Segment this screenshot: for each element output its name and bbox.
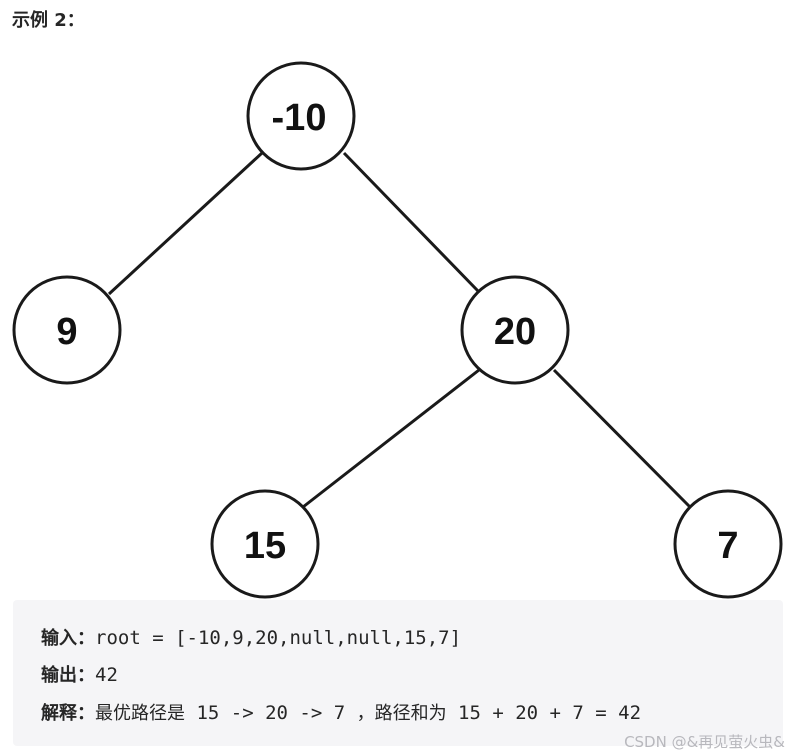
output-label: 输出： <box>41 665 95 686</box>
edge-right-rightright <box>552 368 692 509</box>
edge-root-left <box>107 151 264 296</box>
node-left-label: 9 <box>56 311 77 353</box>
example-code-block: 输入：root = [-10,9,20,null,null,15,7] 输出：4… <box>13 600 783 746</box>
node-right-label: 20 <box>494 311 536 353</box>
example-heading: 示例 2： <box>12 10 85 31</box>
input-line: 输入：root = [-10,9,20,null,null,15,7] <box>41 624 461 650</box>
node-right-right <box>673 489 783 599</box>
node-right-right-label: 7 <box>717 525 738 567</box>
node-root-label: -10 <box>272 97 327 139</box>
node-right-left <box>210 489 320 599</box>
node-right <box>460 275 570 385</box>
explanation-line: 解释：最优路径是 15 -> 20 -> 7 ，路径和为 15 + 20 + 7… <box>41 699 641 725</box>
node-right-left-label: 15 <box>244 525 286 567</box>
explanation-text: 最优路径是 <box>95 703 185 724</box>
explanation-label: 解释： <box>41 703 95 724</box>
csdn-watermark: CSDN @&再见萤火虫& <box>624 733 785 751</box>
edge-root-right <box>342 151 480 293</box>
explanation-separator: ， <box>356 703 375 724</box>
binary-tree-diagram: -10 9 20 15 7 <box>12 61 783 599</box>
explanation-path: 15 -> 20 -> 7 <box>185 702 357 724</box>
node-root <box>246 61 356 171</box>
explanation-sum: 15 + 20 + 7 = 42 <box>446 702 642 724</box>
output-line: 输出：42 <box>41 661 118 687</box>
explanation-text-2: 路径和为 <box>374 703 447 724</box>
edge-right-rightleft <box>302 368 480 509</box>
input-value: root = [-10,9,20,null,null,15,7] <box>95 627 462 649</box>
output-value: 42 <box>95 664 118 686</box>
input-label: 输入： <box>41 628 95 649</box>
node-left <box>12 275 122 385</box>
